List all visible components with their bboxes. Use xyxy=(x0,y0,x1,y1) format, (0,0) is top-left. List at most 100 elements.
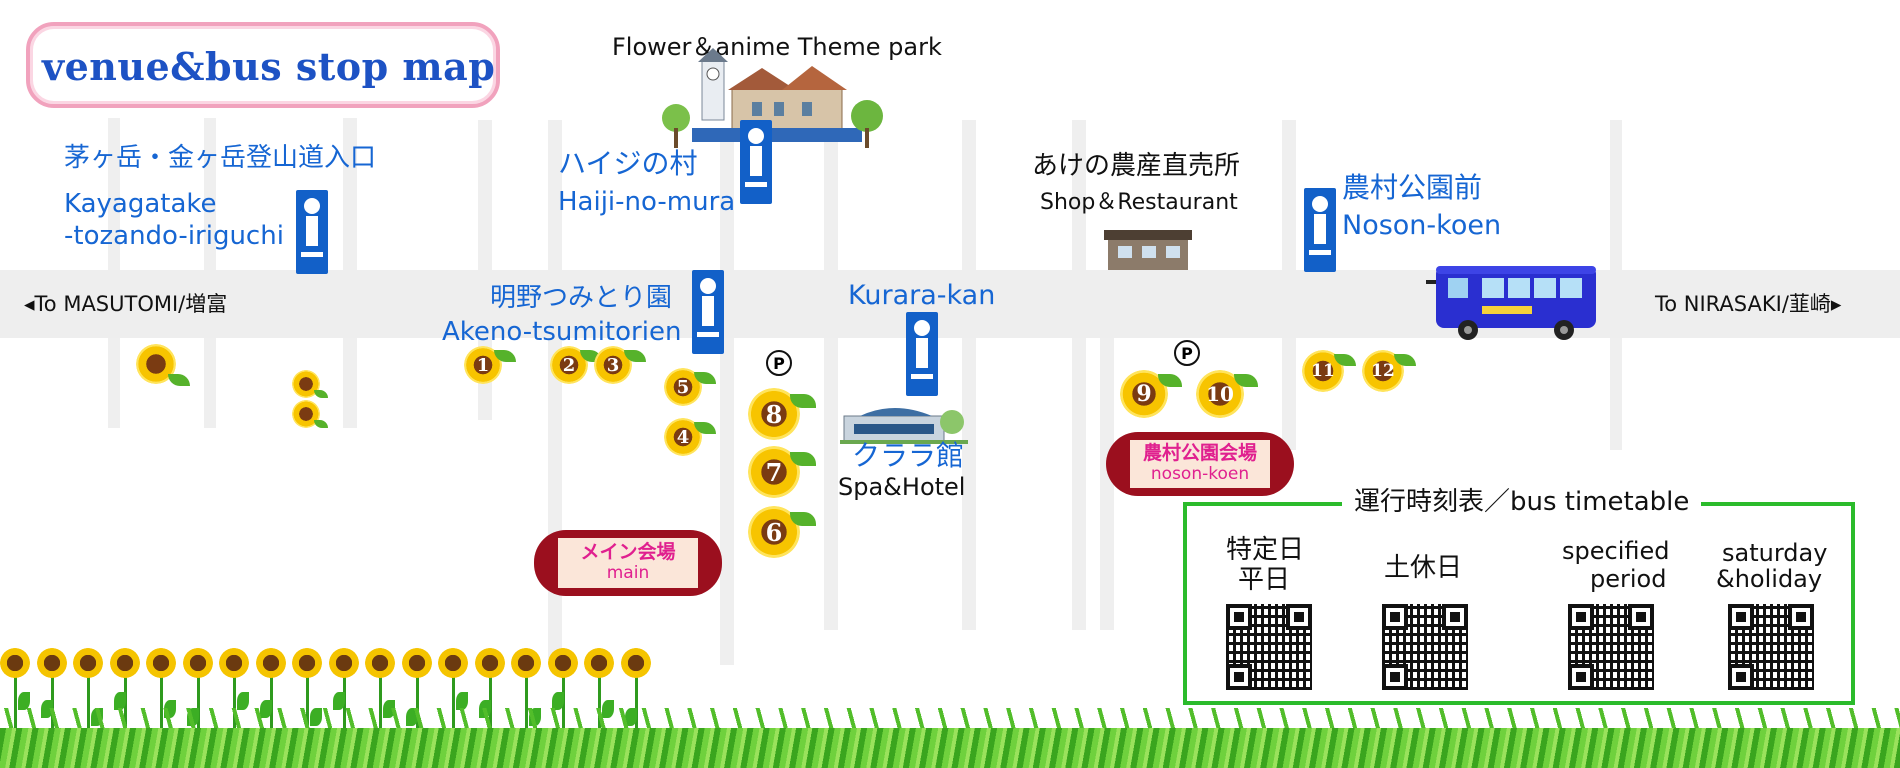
timetable-col1-line1: 特定日 xyxy=(1226,535,1305,565)
sunflower-stem xyxy=(306,668,309,740)
sunflower-icon xyxy=(511,648,541,678)
stop-noson-en: Noson-koen xyxy=(1342,210,1502,241)
side-lane xyxy=(1100,338,1114,630)
sunflower-stem xyxy=(634,668,638,740)
sunflower-icon xyxy=(255,648,286,678)
sunflower-leaf xyxy=(18,692,30,710)
bus-stop-icon xyxy=(906,312,938,396)
sunflower-stem xyxy=(14,668,17,740)
stop-kayagatake-en1: Kayagatake xyxy=(64,189,217,219)
sunflower-leaf xyxy=(113,692,126,710)
sunflower-icon xyxy=(620,648,651,678)
sunflower-icon xyxy=(0,648,30,678)
side-lane xyxy=(962,120,976,630)
sunflower-leaf xyxy=(237,692,249,710)
noson-venue-jp: 農村公園会場 xyxy=(1142,442,1257,465)
stop-kurara-en: Kurara-kan xyxy=(848,280,996,311)
bus-stop-icon xyxy=(296,190,328,274)
sunflower-spot-6: 6 xyxy=(748,506,816,558)
sunflower-stem xyxy=(233,668,236,740)
sunflower-icon xyxy=(584,648,614,678)
main-venue-jp: メイン会場 xyxy=(580,541,676,564)
sunflower-stem xyxy=(196,668,200,740)
side-lane xyxy=(1072,120,1086,630)
timetable-heading: 運行時刻表／bus timetable xyxy=(1342,487,1702,518)
stop-kayagatake-jp: 茅ヶ岳・金ヶ岳登山道入口 xyxy=(64,143,377,173)
sunflower-icon xyxy=(219,648,249,678)
sunflower-leaf xyxy=(551,692,564,710)
sunflower-stem xyxy=(160,668,163,740)
sunflower-icon xyxy=(182,648,213,678)
stop-kayagatake-en2: -tozando-iriguchi xyxy=(64,221,284,251)
sunflower-icon xyxy=(328,648,359,678)
parking-icon: P xyxy=(766,350,792,376)
sunflower-spot-12: 12 xyxy=(1362,350,1416,392)
sunflower-icon xyxy=(36,648,67,678)
sunflower-spot-3: 3 xyxy=(594,346,646,384)
kurara-building-illustration xyxy=(840,408,968,444)
map-title: venue&bus stop map xyxy=(42,44,496,89)
sunflower-leaf xyxy=(332,692,345,710)
sunflower-icon xyxy=(146,648,176,678)
sunflower-leaf xyxy=(456,692,468,710)
sunflower-icon xyxy=(401,648,432,678)
sunflower-spot-1: 1 xyxy=(464,346,516,384)
stop-akeno-en: Akeno-tsumitorien xyxy=(442,317,682,347)
theme-park-illustration xyxy=(662,48,883,148)
sunflower-stem xyxy=(415,668,419,740)
direction-east: To NIRASAKI/韮崎▸ xyxy=(1655,292,1842,316)
kurara-en-label: Spa&Hotel xyxy=(838,473,966,501)
bus-stop-icon xyxy=(1304,188,1336,272)
sunflower-stem xyxy=(525,668,528,740)
side-lane xyxy=(548,120,562,660)
noson-venue-en: noson-koen xyxy=(1150,464,1250,485)
kurara-jp-label: クララ館 xyxy=(852,439,965,472)
sunflower-spot-10: 10 xyxy=(1196,370,1258,418)
qr-code-saturday-holiday[interactable] xyxy=(1728,604,1814,690)
timetable-col4-line2: &holiday xyxy=(1716,565,1823,593)
main-venue-en: main xyxy=(606,563,650,584)
akeno-shop-en: Shop＆Restaurant xyxy=(1040,190,1238,215)
sunflower-stem xyxy=(87,668,90,740)
stop-haiji-en: Haiji-no-mura xyxy=(558,187,736,217)
sunflower-icon xyxy=(73,648,103,678)
shop-building-illustration xyxy=(1104,230,1192,270)
sunflower-spot-7: 7 xyxy=(748,446,816,498)
sunflower-spot-8: 8 xyxy=(748,388,816,440)
sunflower-icon xyxy=(365,648,395,678)
sunflower-icon xyxy=(292,400,328,428)
sunflower-icon xyxy=(292,370,328,398)
sunflower-spot-9: 9 xyxy=(1120,370,1182,418)
bus-icon xyxy=(1426,266,1596,340)
stop-akeno-jp: 明野つみとり園 xyxy=(490,283,673,313)
sunflower-spot-5: 5 xyxy=(664,368,716,406)
stop-noson-jp: 農村公園前 xyxy=(1342,171,1483,204)
stop-haiji-jp: ハイジの村 xyxy=(558,147,698,180)
qr-code-specified-period[interactable] xyxy=(1568,604,1654,690)
timetable-col3-line2: period xyxy=(1590,565,1667,593)
sunflower-stem xyxy=(452,668,455,740)
sunflower-icon xyxy=(136,344,190,386)
qr-code-holiday[interactable] xyxy=(1382,604,1468,690)
qr-code-weekday[interactable] xyxy=(1226,604,1312,690)
bus-stop-icon xyxy=(740,120,772,204)
timetable-col3-line1: specified xyxy=(1562,537,1670,565)
timetable-col1-line2: 平日 xyxy=(1238,565,1291,595)
side-lane xyxy=(720,140,734,665)
sunflower-icon xyxy=(292,648,322,678)
bus-stop-icon xyxy=(692,270,724,354)
grass-decoration xyxy=(0,728,1900,768)
sunflower-spot-4: 4 xyxy=(664,418,716,456)
flower-park-label: Flower＆anime Theme park xyxy=(612,33,942,61)
sunflower-icon xyxy=(474,648,505,678)
sunflower-spot-11: 11 xyxy=(1302,350,1356,392)
main-venue-badge: メイン会場 main xyxy=(534,530,722,596)
sunflower-icon xyxy=(109,648,140,678)
sunflower-stem xyxy=(598,668,601,740)
noson-venue-badge: 農村公園会場 noson-koen xyxy=(1106,432,1294,496)
map-title-frame xyxy=(26,22,500,108)
side-lane xyxy=(824,140,838,630)
sunflower-stem xyxy=(379,668,382,740)
direction-west: ◂To MASUTOMI/増富 xyxy=(24,292,228,316)
sunflower-icon xyxy=(438,648,468,678)
